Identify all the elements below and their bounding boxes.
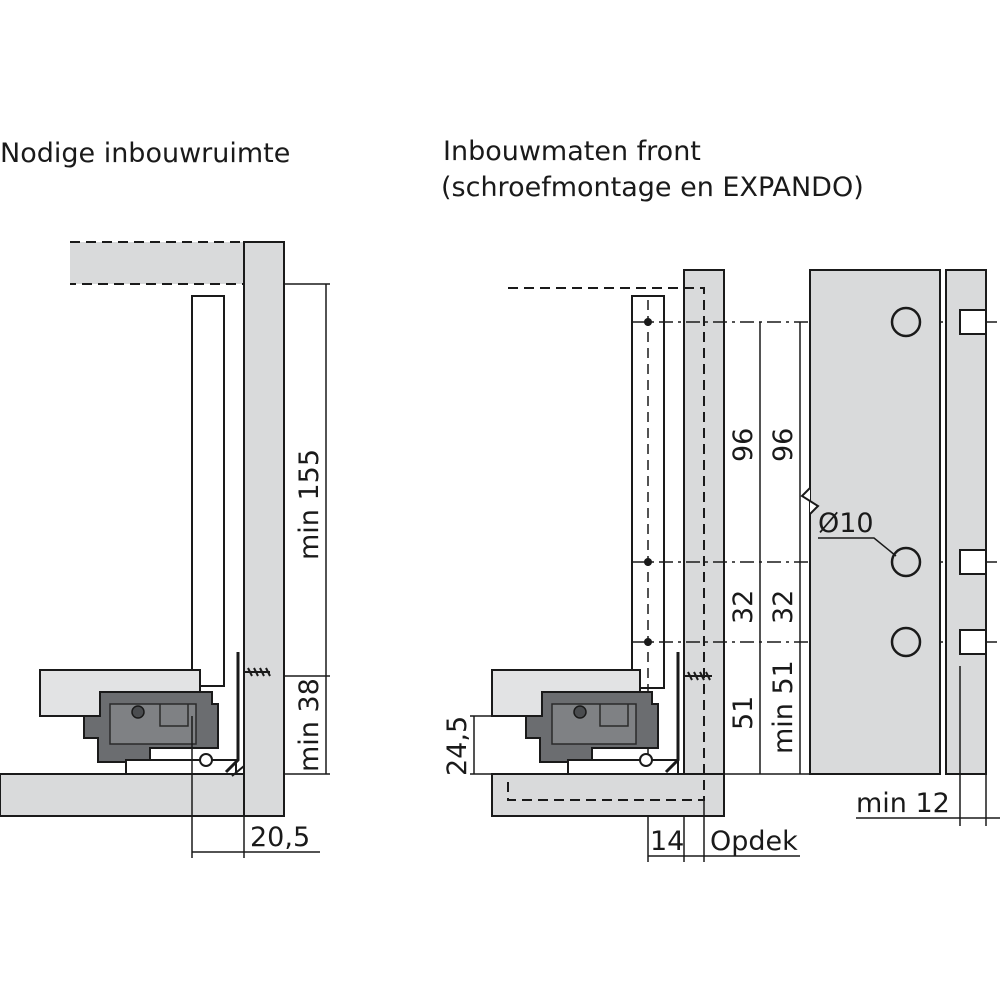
right-dim-32-b: 32 xyxy=(768,590,799,624)
right-dim-51-b: min 51 xyxy=(768,660,799,754)
right-dim-96-a: 96 xyxy=(728,428,759,462)
hole-middle xyxy=(890,546,922,578)
right-dim-24-5: 24,5 xyxy=(442,716,473,776)
left-dim-20-5: 20,5 xyxy=(250,822,310,853)
left-dim-min38: min 38 xyxy=(294,678,325,772)
right-dim-32-a: 32 xyxy=(728,590,759,624)
front-section-panel xyxy=(945,269,987,775)
left-cabinet-bottom xyxy=(0,773,245,817)
right-dim-14: 14 xyxy=(650,826,684,857)
left-dim-min155: min 155 xyxy=(294,449,325,560)
front-view: Ø10 min 12 xyxy=(800,269,1000,826)
front-panel xyxy=(809,269,941,775)
hole-top xyxy=(890,306,922,338)
right-panel-title: Inbouwmaten front xyxy=(443,136,701,167)
left-drawer-side xyxy=(191,295,225,687)
left-top-shelf xyxy=(70,242,244,284)
left-panel-title: Nodige inbouwruimte xyxy=(0,138,291,169)
right-dim-51-a: 51 xyxy=(728,696,759,730)
right-panel-subtitle: (schroefmontage en EXPANDO) xyxy=(441,172,864,203)
front-dim-min12: min 12 xyxy=(856,788,950,819)
right-runner xyxy=(525,652,712,775)
hole-bottom xyxy=(890,626,922,658)
right-cabinet-bottom xyxy=(491,773,725,817)
left-installation-drawing: min 155 min 38 20,5 xyxy=(0,241,330,858)
left-runner xyxy=(83,652,271,777)
right-dim-96-b: 96 xyxy=(768,428,799,462)
left-cabinet-side xyxy=(243,241,285,817)
right-dim-opdek: Opdek xyxy=(710,826,798,857)
hole-diameter-label: Ø10 xyxy=(818,508,874,539)
